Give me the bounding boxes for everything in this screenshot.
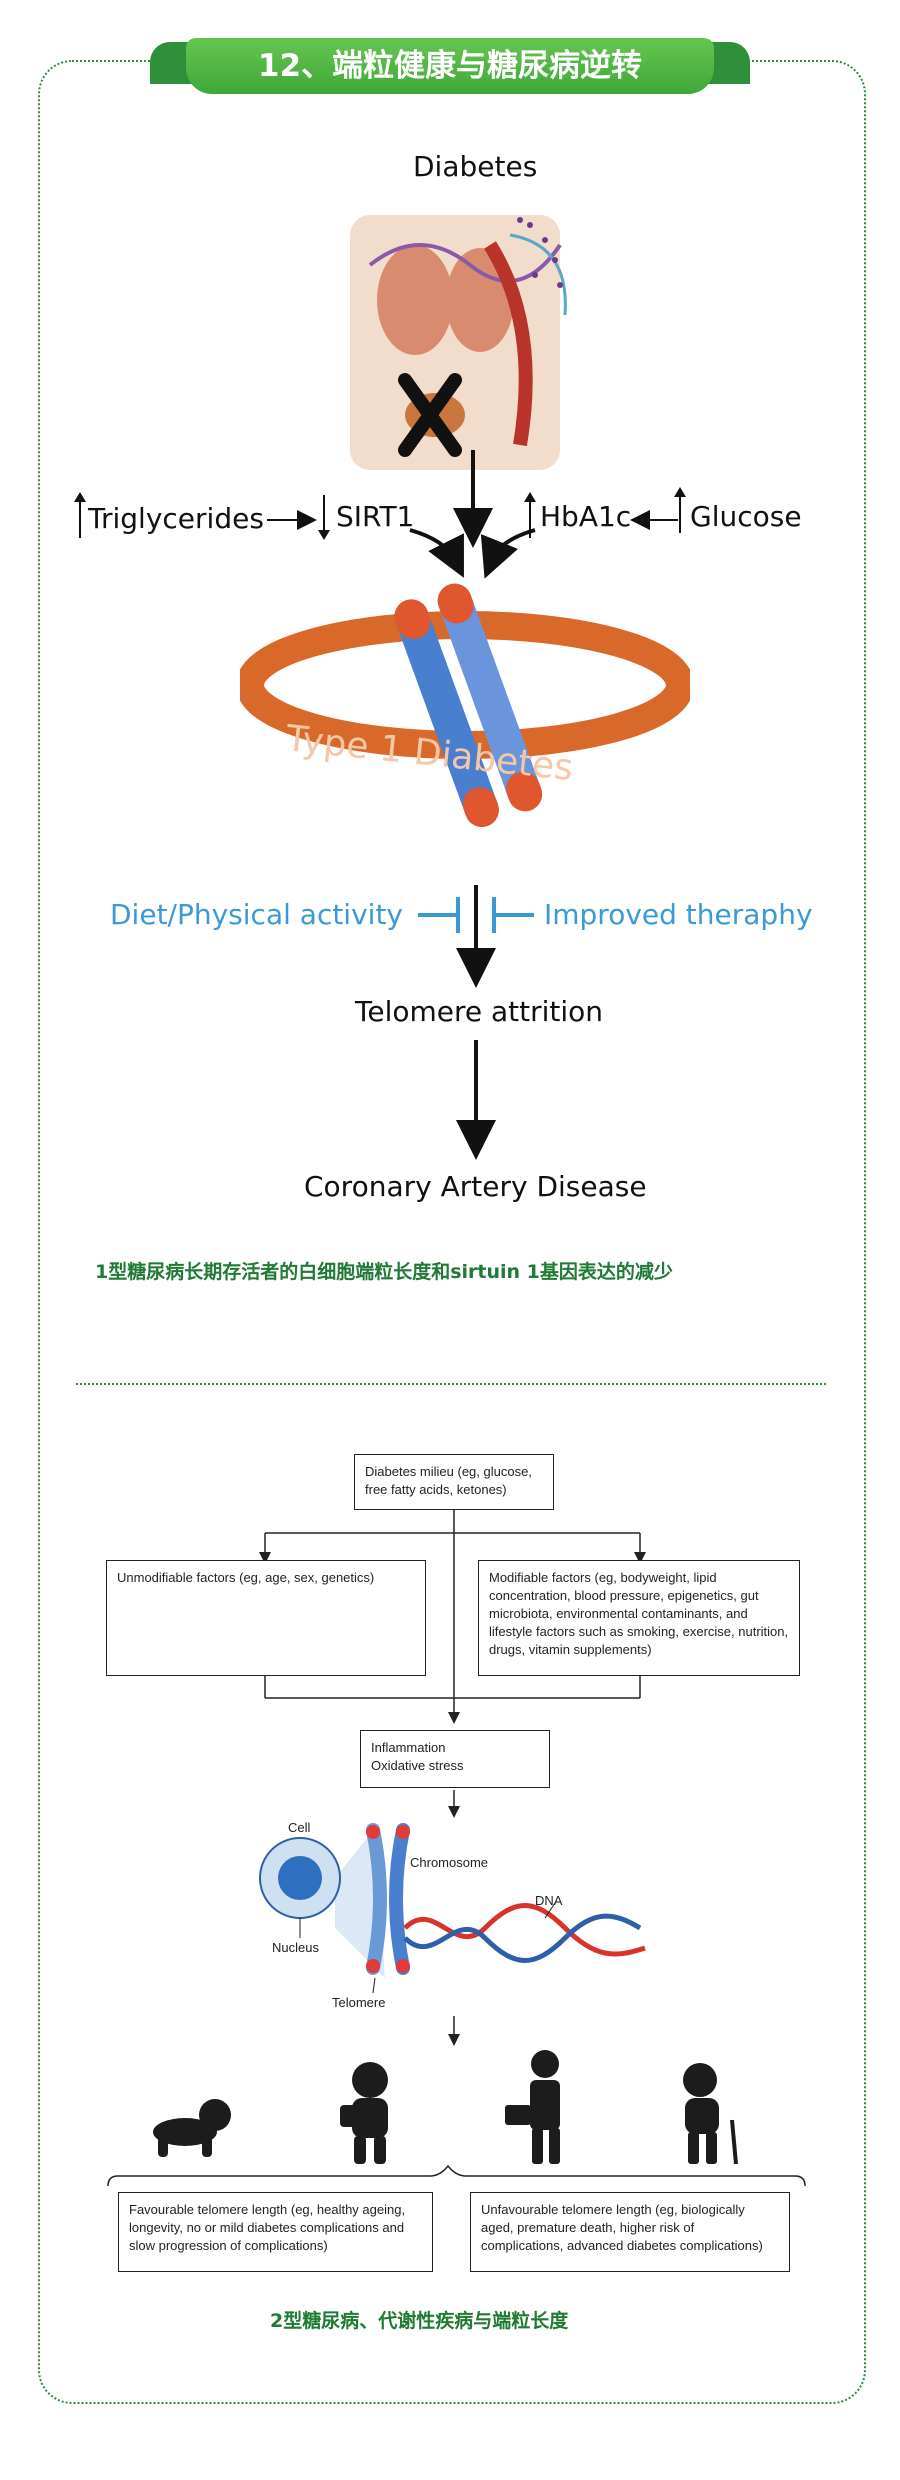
adult-silhouette-icon: [505, 2050, 560, 2164]
nucleus-icon: [278, 1856, 322, 1900]
improved-therapy-label: Improved theraphy: [544, 898, 813, 931]
diagram1-arrows: [74, 450, 686, 1160]
right-lung: [446, 248, 514, 352]
chromosome-diagram-icon: [366, 1823, 410, 1975]
caption-1: 1型糖尿病长期存活者的白细胞端粒长度和sirtuin 1基因表达的减少: [95, 1261, 673, 1283]
modifiable-factors-box: Modifiable factors (eg, bodyweight, lipi…: [478, 1560, 800, 1676]
x-mark-icon: [398, 373, 462, 457]
favourable-telomere-box: Favourable telomere length (eg, healthy …: [118, 2192, 433, 2272]
title-banner: 12、端粒健康与糖尿病逆转: [150, 38, 750, 94]
telomere-label: Telomere: [332, 1995, 386, 2010]
curve-arrow-left: [409, 528, 464, 578]
telomere-attrition-label: Telomere attrition: [355, 995, 604, 1028]
left-lung: [377, 245, 453, 355]
nucleus-label: Nucleus: [272, 1940, 319, 1955]
vessel-purple: [368, 243, 562, 283]
page-title: 12、端粒健康与糖尿病逆转: [186, 38, 714, 94]
pancreas-tube: [484, 241, 533, 447]
life-stages-silhouettes: [153, 2050, 738, 2165]
oxidative-stress-text: Oxidative stress: [371, 1758, 464, 1773]
unfavourable-telomere-box: Unfavourable telomere length (eg, biolog…: [470, 2192, 790, 2272]
particles: [517, 217, 563, 288]
diet-activity-label: Diet/Physical activity: [110, 898, 403, 931]
cell-label: Cell: [288, 1820, 311, 1835]
diagram2-lines: [107, 1508, 806, 2187]
section-divider: [76, 1383, 826, 1385]
outcome-brace: [107, 2164, 806, 2187]
elderly-silhouette-icon: [683, 2063, 738, 2165]
dna-label: DNA: [535, 1893, 563, 1908]
dna-strand-red: [403, 1903, 646, 1957]
child-silhouette-icon: [340, 2062, 388, 2164]
chromosome-icon: [394, 583, 543, 827]
cell-chromosome-dna-illustration: [259, 1823, 646, 1994]
diabetes-milieu-box: Diabetes milieu (eg, glucose, free fatty…: [354, 1454, 554, 1510]
inflammation-box: Inflammation Oxidative stress: [360, 1730, 550, 1788]
hba1c-label: HbA1c: [540, 500, 632, 533]
diabetes-label: Diabetes: [413, 150, 538, 183]
glucose-label: Glucose: [690, 500, 802, 533]
chromosome-band-illustration: Type 1 Diabetes: [240, 583, 690, 827]
anatomy-illustration: [350, 215, 567, 470]
caption-2: 2型糖尿病、代谢性疾病与端粒长度: [270, 2310, 569, 2332]
dna-strand-blue: [403, 1913, 642, 1963]
cad-label: Coronary Artery Disease: [304, 1170, 647, 1203]
unmodifiable-factors-box: Unmodifiable factors (eg, age, sex, gene…: [106, 1560, 426, 1676]
triglycerides-label: Triglycerides: [88, 502, 264, 535]
chromosome-label: Chromosome: [410, 1855, 489, 1870]
inflammation-text: Inflammation: [371, 1740, 446, 1755]
baby-silhouette-icon: [153, 2099, 231, 2157]
sirt1-label: SIRT1: [336, 500, 415, 533]
